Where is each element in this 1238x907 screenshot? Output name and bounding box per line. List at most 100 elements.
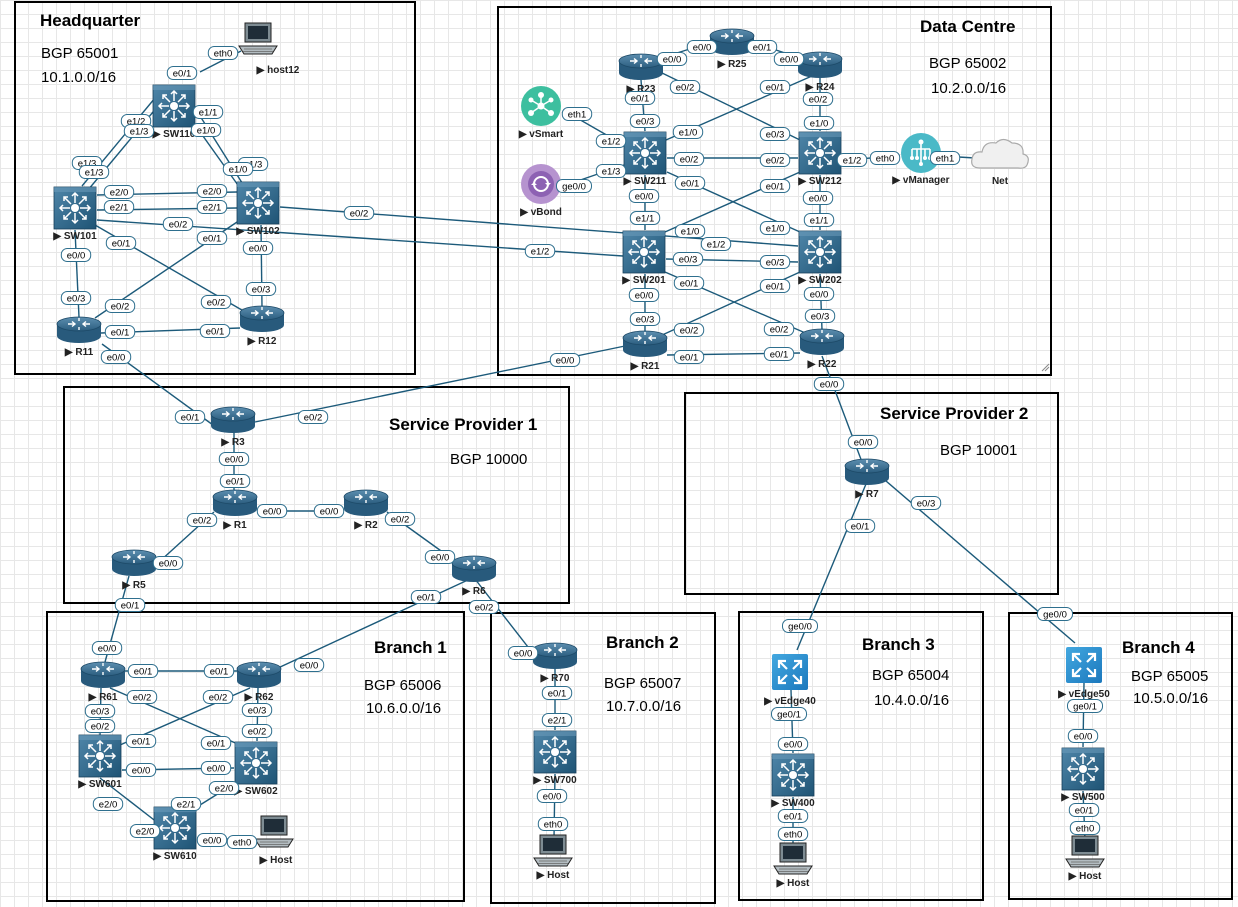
node-R23[interactable]: ▶ R23 [618,53,664,95]
svg-text:e0/1: e0/1 [173,68,192,79]
svg-text:e0/3: e0/3 [811,311,830,322]
node-label: ▶ vEdge50 [1057,689,1110,700]
svg-text:e0/1: e0/1 [134,666,153,677]
node-SW601[interactable]: ▶ SW601 [77,734,122,790]
svg-text:e1/3: e1/3 [85,167,104,178]
node-SW500[interactable]: ▶ SW500 [1060,747,1105,803]
node-label: ▶ SW102 [235,226,280,237]
interface-badge: e0/1 [125,734,157,748]
zone-border [738,611,984,901]
node-R22[interactable]: ▶ R22 [799,328,845,370]
node-SW202[interactable]: ▶ SW202 [797,230,842,286]
interface-badge: e2/0 [208,781,240,795]
node-SW101[interactable]: ▶ SW101 [52,186,97,242]
node-R7[interactable]: ▶ R7 [844,458,890,500]
link-R6-R70[interactable] [474,578,536,657]
svg-text:e0/3: e0/3 [636,116,655,127]
svg-text:e0/3: e0/3 [636,314,655,325]
node-SW211[interactable]: ▶ SW211 [623,131,667,187]
node-vEdge50[interactable]: ▶ vEdge50 [1057,645,1110,700]
svg-text:e0/1: e0/1 [766,181,785,192]
svg-text:e0/2: e0/2 [304,412,323,423]
node-R1[interactable]: ▶ R1 [212,489,258,531]
interface-badge: e0/0 [293,658,325,672]
svg-text:e0/1: e0/1 [203,233,222,244]
node-HostB4[interactable]: ▶ Host [1065,835,1105,882]
node-R61[interactable]: ▶ R61 [80,661,126,703]
interface-badge: e1/0 [222,162,254,176]
svg-text:e0/2: e0/2 [193,515,212,526]
svg-text:e0/3: e0/3 [248,705,267,716]
node-R3[interactable]: ▶ R3 [210,406,256,448]
interface-badge: e2/1 [541,713,573,727]
node-HostB3[interactable]: ▶ Host [773,842,813,889]
interface-badge: e0/0 [125,763,157,777]
svg-text:e0/0: e0/0 [320,506,339,517]
node-label: ▶ R7 [854,489,879,500]
node-R62[interactable]: ▶ R62 [236,661,282,703]
interface-badge: eth0 [777,827,809,841]
svg-text:e1/2: e1/2 [707,239,726,250]
node-SW102[interactable]: ▶ SW102 [235,181,280,237]
svg-text:e0/3: e0/3 [91,706,110,717]
node-R21[interactable]: ▶ R21 [622,330,668,372]
node-vBond[interactable]: ▶ vBond [519,163,562,218]
node-vSmart[interactable]: ▶ vSmart [518,85,564,140]
node-SW201[interactable]: ▶ SW201 [621,230,666,286]
interface-badge: ge0/0 [556,179,592,193]
svg-text:e1/2: e1/2 [531,246,550,257]
node-R11[interactable]: ▶ R11 [56,316,102,358]
svg-text:e0/0: e0/0 [263,506,282,517]
svg-text:e0/2: e0/2 [770,324,789,335]
node-label: ▶ SW500 [1060,792,1105,803]
node-vEdge40[interactable]: ▶ vEdge40 [763,652,816,707]
svg-text:e1/0: e1/0 [681,226,700,237]
resize-grip-icon[interactable] [1041,363,1050,372]
host-icon [773,842,813,875]
router-icon [532,642,578,670]
svg-text:e0/0: e0/0 [431,552,450,563]
node-SW110[interactable]: ▶ SW110 [152,84,196,140]
zone-detail: BGP 65007 [604,675,681,692]
switch-icon [236,181,280,225]
node-R70[interactable]: ▶ R70 [532,642,578,684]
interface-badge: e0/1 [1068,803,1100,817]
node-R6[interactable]: ▶ R6 [451,555,497,597]
switch-icon [771,753,815,797]
svg-text:e1/2: e1/2 [843,155,862,166]
node-R12[interactable]: ▶ R12 [239,305,285,347]
svg-text:eth0: eth0 [214,48,233,59]
node-HostB1[interactable]: ▶ Host [254,815,294,866]
node-R5[interactable]: ▶ R5 [111,549,157,591]
node-R25[interactable]: ▶ R25 [709,28,755,70]
node-label: ▶ R2 [353,520,378,531]
node-R24[interactable]: ▶ R24 [797,51,843,93]
node-R2[interactable]: ▶ R2 [343,489,389,531]
node-label: ▶ SW400 [770,798,815,809]
link-SW601-SW610[interactable] [99,777,159,824]
interface-badge: e1/2 [595,134,627,148]
node-vManager[interactable]: ▶ vManager [891,132,950,186]
node-Net[interactable]: Net [971,138,1029,188]
interface-badge: e1/0 [759,221,791,235]
interface-badge: e1/1 [803,213,835,227]
interface-badge: e0/0 [242,241,274,255]
interface-badge: e1/0 [672,125,704,139]
interface-badge: e0/1 [174,410,206,424]
node-SW700[interactable]: ▶ SW700 [532,730,577,786]
interface-badge: e0/0 [536,789,568,803]
svg-text:e0/3: e0/3 [252,284,271,295]
node-SW400[interactable]: ▶ SW400 [770,753,815,809]
node-SW602[interactable]: ▶ SW602 [233,741,278,797]
node-label: ▶ R6 [461,586,486,597]
interface-badge: e0/2 [200,295,232,309]
interface-badge: e0/2 [669,80,701,94]
node-host12[interactable]: ▶ host12 [238,22,300,76]
node-SW212[interactable]: ▶ SW212 [797,131,842,187]
interface-badge: eth1 [561,107,593,121]
svg-text:e0/1: e0/1 [784,811,803,822]
node-HostB2[interactable]: ▶ Host [533,834,573,881]
node-SW610[interactable]: ▶ SW610 [152,806,197,862]
svg-text:e1/3: e1/3 [130,126,149,137]
interface-badge: e0/3 [759,255,791,269]
